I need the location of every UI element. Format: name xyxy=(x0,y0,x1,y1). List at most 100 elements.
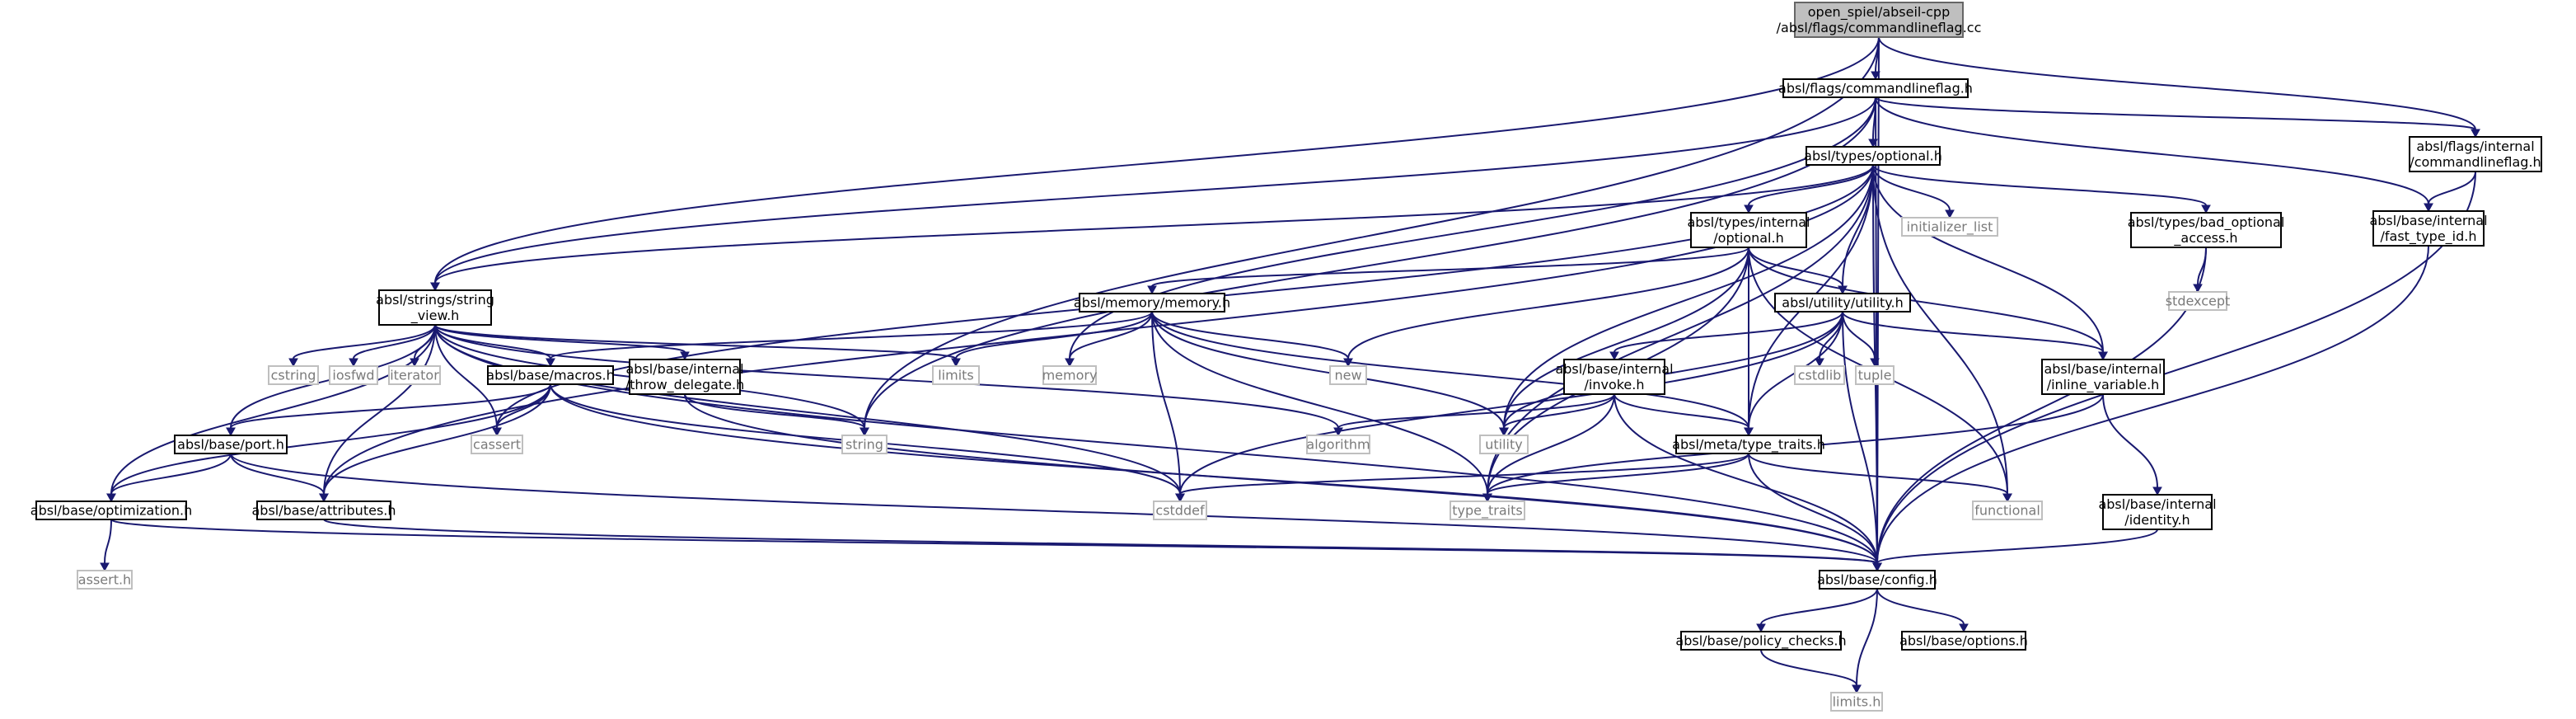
node-box xyxy=(1680,631,1842,651)
edge-invoke_h-to-type_traits_h xyxy=(1614,393,1749,429)
edge-cflag_h-to-fast_type_id xyxy=(1875,96,2429,204)
edge-invoke_h-to-algorithm xyxy=(1337,393,1615,429)
node-throw_delegate[interactable]: absl/base/internal/throw_delegate.h xyxy=(625,359,745,395)
node-label: /commandlineflag.h xyxy=(2410,154,2541,170)
node-port_h[interactable]: absl/base/port.h xyxy=(174,435,288,454)
edge-type_traits_h-to-functional xyxy=(1748,453,2008,495)
edge-arrowhead xyxy=(1872,562,1882,572)
node-label: /absl/flags/commandlineflag.cc xyxy=(1777,20,1982,35)
edge-types_int_optional-to-memory_h xyxy=(1151,247,1749,287)
edge-string_view-to-throw_delegate xyxy=(434,324,686,353)
node-label: tuple xyxy=(1858,368,1892,383)
edge-cflag_h-to-int_cflag_h xyxy=(1875,96,2476,130)
edge-optional_h-to-inline_variable xyxy=(1872,164,2104,353)
node-box xyxy=(2168,291,2227,311)
node-optional_h[interactable]: absl/types/optional.h xyxy=(1804,146,1942,166)
node-label: memory xyxy=(1042,368,1098,383)
node-label: absl/base/optimization.h xyxy=(30,503,192,519)
node-cflag_h[interactable]: absl/flags/commandlineflag.h xyxy=(1778,78,1973,98)
node-bad_optional[interactable]: absl/types/bad_optional_access.h xyxy=(2128,212,2285,248)
node-label: _access.h xyxy=(2173,230,2237,247)
node-label: absl/base/attributes.h xyxy=(251,503,396,519)
node-inline_variable[interactable]: absl/base/internal/inline_variable.h xyxy=(2041,359,2165,395)
node-config_h[interactable]: absl/base/config.h xyxy=(1817,570,1937,590)
edge-macros_h-to-config_h xyxy=(550,383,1878,564)
node-label: absl/flags/commandlineflag.h xyxy=(1778,81,1973,96)
edge-arrowhead xyxy=(1065,358,1075,368)
node-label: /invoke.h xyxy=(1585,377,1645,392)
edge-string_view-to-cstddef xyxy=(434,324,1181,495)
node-box xyxy=(2041,359,2165,395)
edge-types_int_optional-to-inline_variable xyxy=(1748,247,2104,353)
edge-config_h-to-policy_checks xyxy=(1760,588,1878,625)
node-int_cflag_h[interactable]: absl/flags/internal/commandlineflag.h xyxy=(2409,136,2542,172)
edge-config_h-to-options_h xyxy=(1876,588,1965,625)
node-fast_type_id[interactable]: absl/base/internal/fast_type_id.h xyxy=(2369,210,2488,247)
node-label: new xyxy=(1334,368,1361,383)
node-memory: memory xyxy=(1042,365,1098,385)
node-label: _view.h xyxy=(410,308,460,324)
node-box xyxy=(388,365,441,385)
node-box xyxy=(378,289,492,326)
node-tuple: tuple xyxy=(1855,365,1895,385)
node-utility_h[interactable]: absl/utility/utility.h xyxy=(1774,293,1911,313)
edge-string_view-to-iosfwd xyxy=(353,324,436,360)
node-new: new xyxy=(1329,365,1367,385)
edge-string_view-to-cassert xyxy=(434,324,498,429)
node-functional: functional xyxy=(1972,500,2043,520)
node-identity_h[interactable]: absl/base/internal/identity.h xyxy=(2098,494,2217,530)
edge-port_h-to-attributes_h xyxy=(230,453,325,495)
edge-string_view-to-attributes_h xyxy=(323,324,436,495)
edge-optional_h-to-bad_optional xyxy=(1872,164,2207,206)
node-memory_h[interactable]: absl/memory/memory.h xyxy=(1074,293,1230,313)
node-label: absl/base/port.h xyxy=(177,437,284,453)
node-label: absl/base/policy_checks.h xyxy=(1675,633,1846,650)
edge-invoke_h-to-config_h xyxy=(1614,393,1878,564)
node-initializer_list: initializer_list xyxy=(1901,217,1998,237)
node-types_int_optional[interactable]: absl/types/internal/optional.h xyxy=(1688,212,1810,248)
edge-arrowhead xyxy=(2098,351,2108,361)
node-policy_checks[interactable]: absl/base/policy_checks.h xyxy=(1675,631,1847,651)
edge-policy_checks-to-limits_h xyxy=(1760,649,1857,686)
edge-arrowhead xyxy=(1945,209,1955,219)
node-label: /inline_variable.h xyxy=(2047,377,2160,393)
edge-optional_h-to-string_view xyxy=(434,164,1874,284)
node-box xyxy=(1563,359,1665,395)
node-box xyxy=(2372,210,2485,247)
node-string_view[interactable]: absl/strings/string_view.h xyxy=(376,289,494,326)
node-box xyxy=(1794,2,1964,38)
node-box xyxy=(256,500,391,520)
node-box xyxy=(932,365,980,385)
node-optimization_h[interactable]: absl/base/optimization.h xyxy=(30,500,192,520)
edge-optional_h-to-attributes_h xyxy=(323,164,1874,495)
node-box xyxy=(1972,500,2043,520)
node-options_h[interactable]: absl/base/options.h xyxy=(1899,631,2028,651)
node-assert_h: assert.h xyxy=(77,570,133,590)
node-type_traits_h[interactable]: absl/meta/type_traits.h xyxy=(1672,435,1825,454)
node-invoke_h[interactable]: absl/base/internal/invoke.h xyxy=(1555,359,1674,395)
node-label: type_traits xyxy=(1452,503,1522,519)
node-box xyxy=(1901,217,1998,237)
node-box xyxy=(35,500,187,520)
edge-memory_h-to-limits xyxy=(955,311,1153,360)
node-box xyxy=(1794,365,1845,385)
node-attributes_h[interactable]: absl/base/attributes.h xyxy=(251,500,396,520)
edge-arrowhead xyxy=(1815,358,1824,368)
node-macros_h[interactable]: absl/base/macros.h xyxy=(486,365,615,385)
edge-types_int_optional-to-utility_h xyxy=(1748,247,1843,287)
node-root[interactable]: open_spiel/abseil-cpp/absl/flags/command… xyxy=(1777,2,1982,38)
node-label: absl/base/internal xyxy=(2098,496,2216,512)
edge-arrowhead xyxy=(2201,204,2211,214)
node-label: /throw_delegate.h xyxy=(625,377,745,393)
edge-arrowhead xyxy=(288,358,298,368)
edge-optional_h-to-utility_h xyxy=(1842,164,1874,287)
edge-string_view-to-algorithm xyxy=(434,324,1339,429)
edge-port_h-to-config_h xyxy=(230,453,1878,564)
edge-type_traits_h-to-config_h xyxy=(1748,453,1878,564)
edge-optional_h-to-functional xyxy=(1872,164,2008,495)
edge-arrowhead xyxy=(226,427,236,437)
node-box xyxy=(1450,500,1525,520)
node-label: iterator xyxy=(390,368,439,383)
edge-optional_h-to-types_int_optional xyxy=(1748,164,1874,206)
